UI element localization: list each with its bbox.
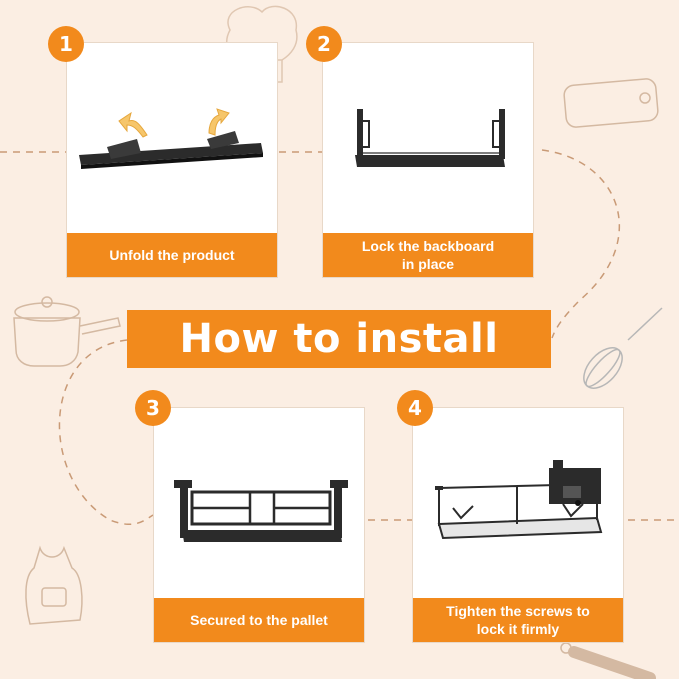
saucepan-icon — [13, 296, 121, 367]
unfold-product-illustration — [79, 108, 263, 169]
step-caption: Tighten the screws to lock it firmly — [413, 598, 623, 642]
whisk-icon — [583, 307, 663, 389]
step-card-3: Secured to the pallet — [153, 407, 365, 643]
step-card-1: Unfold the product — [66, 42, 278, 278]
page-title: How to install — [127, 310, 551, 368]
lock-backboard-illustration — [355, 109, 505, 167]
secured-pallet-illustration — [174, 480, 348, 542]
step-number-badge: 2 — [306, 26, 342, 62]
step-number-badge: 4 — [397, 390, 433, 426]
step-card-2: Lock the backboard in place — [322, 42, 534, 278]
step-caption: Secured to the pallet — [154, 598, 364, 642]
tighten-screws-illustration — [435, 460, 603, 540]
step-caption: Unfold the product — [67, 233, 277, 277]
step-number-badge: 3 — [135, 390, 171, 426]
rolling-pin-icon — [560, 642, 656, 679]
curved-arrow-icon — [118, 111, 148, 138]
step-number-badge: 1 — [48, 26, 84, 62]
apron-icon — [25, 545, 83, 625]
curved-arrow-icon — [208, 108, 230, 136]
cutting-board-icon — [563, 78, 659, 128]
step-card-4: Tighten the screws to lock it firmly — [412, 407, 624, 643]
step-caption: Lock the backboard in place — [323, 233, 533, 277]
